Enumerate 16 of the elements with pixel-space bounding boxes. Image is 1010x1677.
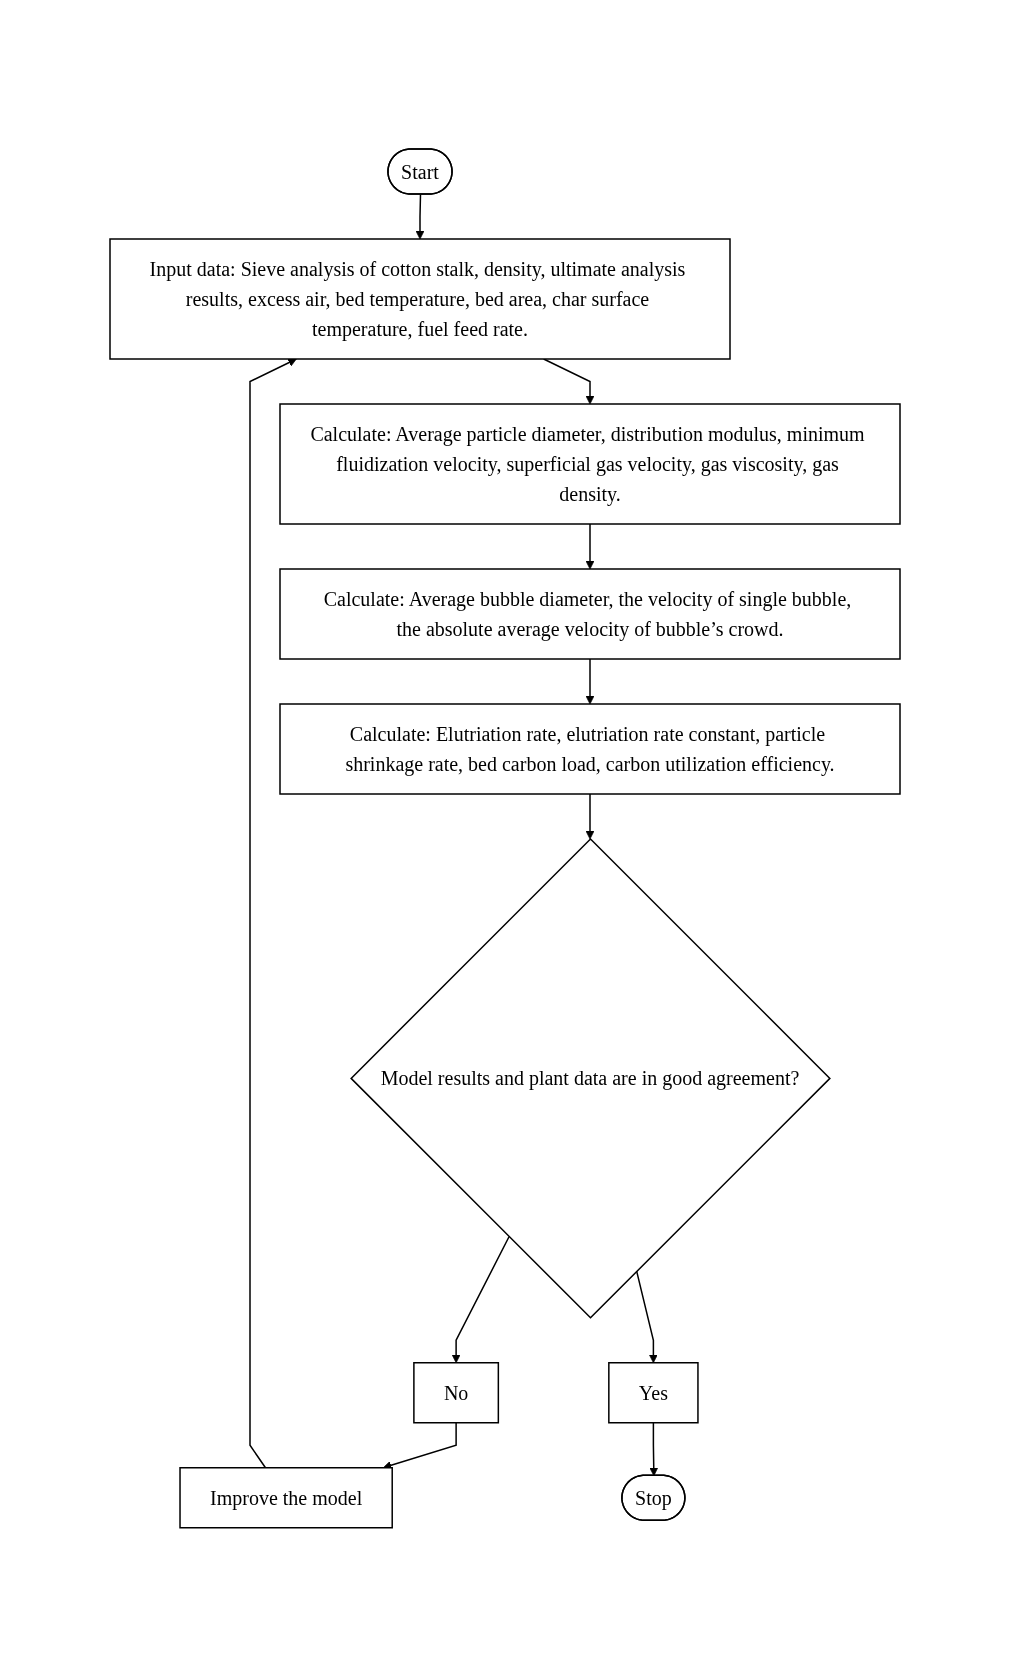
arrow [635,1270,658,1364]
node-diamond: Model results and plant data are in good agreement? [350,838,831,1319]
node-box: No [413,1362,500,1424]
node-box: Improve the model [179,1467,393,1529]
arrow [585,793,595,840]
arrow [249,358,297,1469]
node-box: Input data: Sieve analysis of cotton stalk, density, ultimate analysis results, excess air, bed temperature, bed area, char surface temperature, fuel feed rate. [109,238,731,360]
arrow [415,193,425,240]
node-box: Yes [608,1362,699,1424]
node-box: Calculate: Average particle diameter, distribution modulus, minimum fluidization velocity, superficial gas velocity, gas viscosity, gas density. [279,403,901,525]
arrow [649,1422,659,1477]
arrow [585,658,595,705]
arrow [451,1236,510,1364]
arrow [585,523,595,570]
node-box: Calculate: Elutriation rate, elutriation rate constant, particle shrinkage rate, bed carbon load, carbon utilization efficiency. [279,703,901,795]
node-box: Calculate: Average bubble diameter, the velocity of single bubble, the absolute average velocity of bubble’s crowd. [279,568,901,660]
